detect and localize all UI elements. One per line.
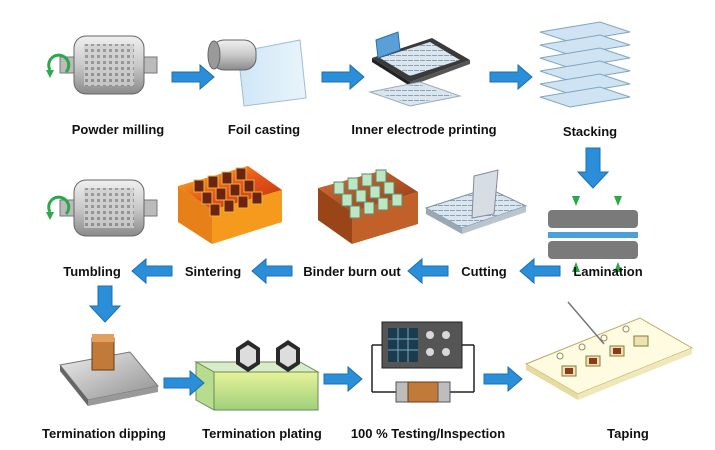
label-lamination: Lamination <box>573 264 643 279</box>
label-tumbling: Tumbling <box>63 264 121 279</box>
arrow-left-icon-2 <box>407 257 449 285</box>
tester-icon <box>371 321 475 403</box>
chip-holder-icon-right <box>276 340 300 372</box>
arrow-right-icon-4 <box>163 369 205 397</box>
arrow-left-icon-3 <box>251 257 293 285</box>
arrow-down-icon-2 <box>88 285 122 323</box>
label-sintering: Sintering <box>184 264 242 279</box>
sintering-tray-icon <box>178 166 282 244</box>
label-binder-burn-out: Binder burn out <box>303 264 401 279</box>
arrow-right-icon-6 <box>483 365 523 393</box>
arrow-left-icon-1 <box>519 257 561 285</box>
tumbling-mill-icon <box>46 179 158 237</box>
label-powder-milling: Powder milling <box>71 122 165 137</box>
foil-roll-icon <box>207 39 307 107</box>
cutting-blade-icon <box>424 169 528 234</box>
label-termination-plating: Termination plating <box>202 426 322 441</box>
arrow-right-icon-1 <box>171 63 215 91</box>
arrow-down-icon-1 <box>576 147 610 189</box>
carrier-tape-icon <box>524 301 694 400</box>
arrow-right-icon-5 <box>323 365 363 393</box>
label-cutting: Cutting <box>461 264 507 279</box>
plating-bath-icon <box>194 340 320 411</box>
binder-burnout-tray-icon <box>318 169 418 244</box>
label-stacking: Stacking <box>562 124 618 139</box>
arrow-right-icon-3 <box>489 63 533 91</box>
stacked-sheets-icon <box>539 21 631 108</box>
label-inner-electrode-printing: Inner electrode printing <box>351 122 497 137</box>
arrow-right-icon-2 <box>321 63 365 91</box>
ball-mill-icon <box>46 35 158 95</box>
label-testing-inspection: 100 % Testing/Inspection <box>350 426 506 441</box>
label-foil-casting: Foil casting <box>227 122 301 137</box>
arrow-left-icon-4 <box>131 257 173 285</box>
chip-holder-icon-left <box>236 340 260 372</box>
label-taping: Taping <box>607 426 649 441</box>
screen-printer-icon <box>368 31 470 107</box>
dipping-plate-icon <box>59 334 159 406</box>
lamination-press-icon <box>548 196 638 272</box>
label-termination-dipping: Termination dipping <box>42 426 166 441</box>
